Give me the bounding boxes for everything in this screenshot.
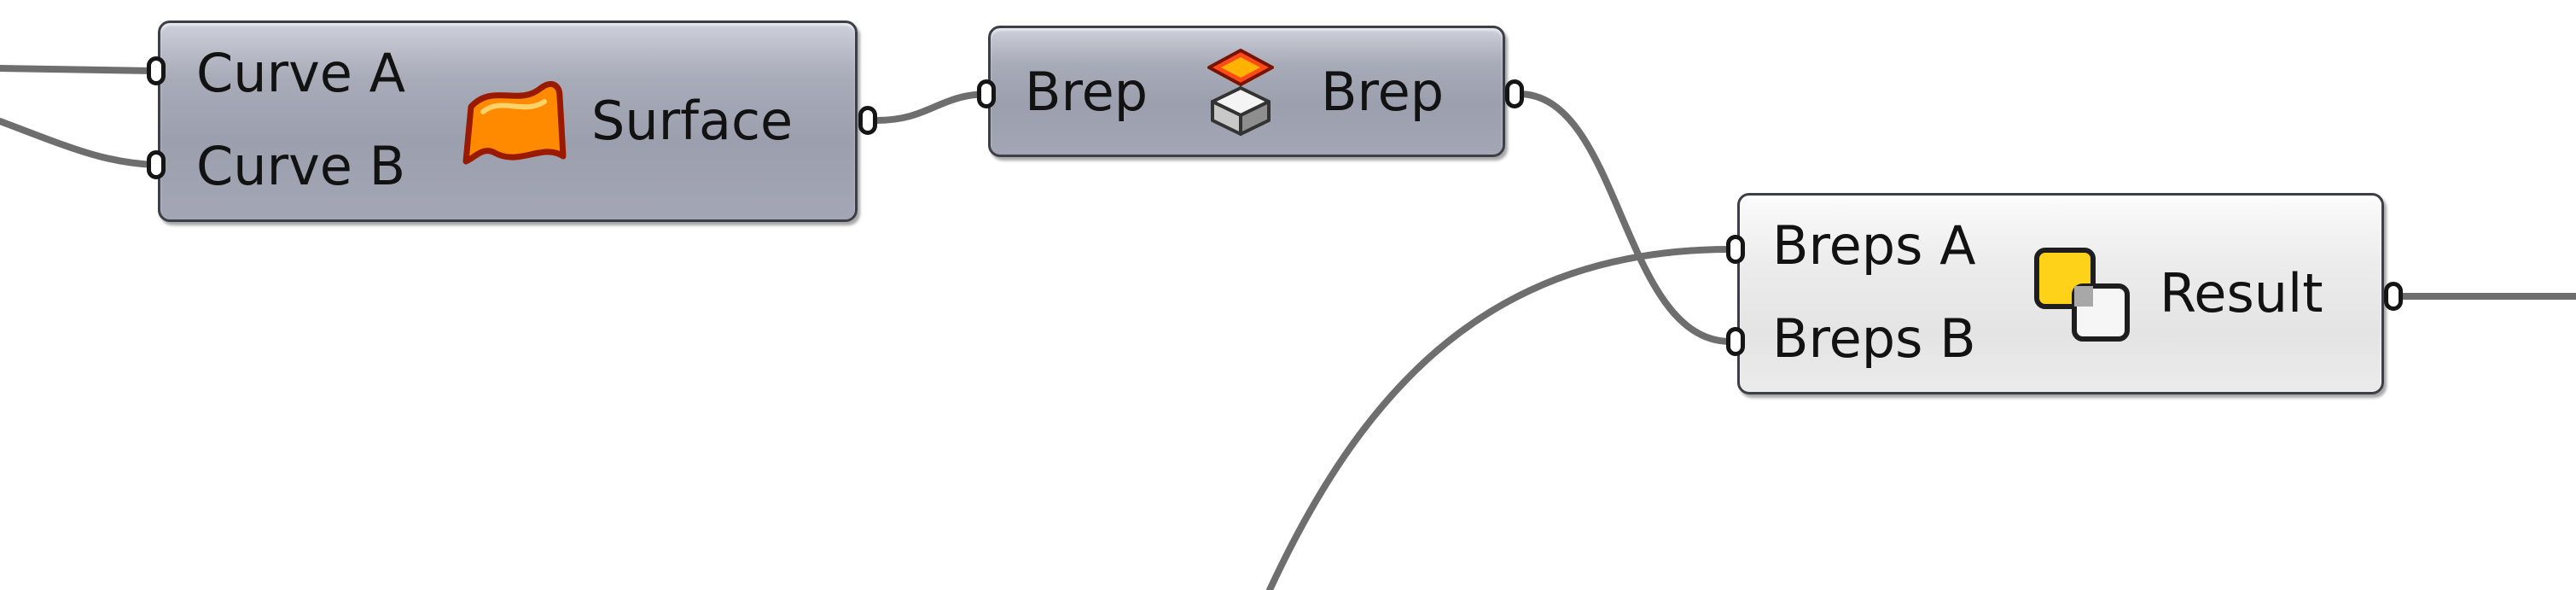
- boolean-union-icon: [2034, 248, 2130, 342]
- input-grip-breps-a[interactable]: [1726, 235, 1745, 264]
- input-grip-curve-b[interactable]: [147, 150, 166, 179]
- input-label-breps-b: Breps B: [1772, 307, 1976, 370]
- input-grip-curve-a[interactable]: [147, 56, 166, 85]
- output-label-surface: Surface: [591, 90, 794, 152]
- wire-brep-to-breps-b: [1515, 91, 1734, 345]
- wire-surface-to-brep: [873, 91, 993, 124]
- wire-in-curve-a: [0, 65, 157, 74]
- output-label-brep: Brep: [1321, 61, 1445, 123]
- solid-boolean-component[interactable]: Breps A Breps B Result: [1737, 193, 2384, 394]
- brep-param-component[interactable]: Brep Brep: [988, 26, 1505, 157]
- output-grip-result[interactable]: [2384, 282, 2403, 311]
- input-grip-brep[interactable]: [977, 79, 996, 108]
- input-label-curve-a: Curve A: [196, 42, 406, 104]
- wire-curve-to-breps-a: [1266, 246, 1734, 590]
- output-grip-surface[interactable]: [858, 106, 877, 135]
- input-label-breps-a: Breps A: [1772, 214, 1976, 277]
- wire-in-curve-b: [0, 118, 157, 168]
- brep-param-icon: [1207, 49, 1274, 136]
- edge-surface-icon: [462, 81, 567, 165]
- output-grip-brep[interactable]: [1505, 79, 1524, 108]
- input-label-brep: Brep: [1025, 61, 1148, 123]
- input-grip-breps-b[interactable]: [1726, 327, 1745, 356]
- input-label-curve-b: Curve B: [196, 135, 406, 197]
- edge-surface-component[interactable]: Curve A Curve B Surface: [158, 20, 858, 222]
- output-label-result: Result: [2160, 262, 2323, 324]
